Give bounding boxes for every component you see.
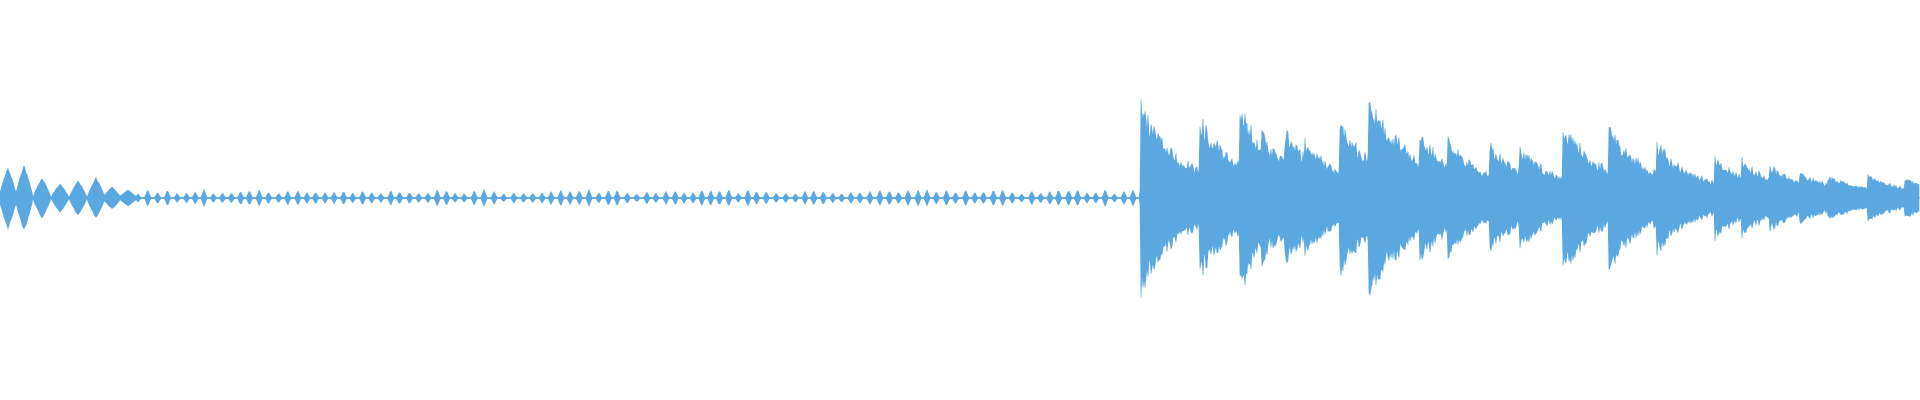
waveform-trace bbox=[0, 99, 1920, 299]
